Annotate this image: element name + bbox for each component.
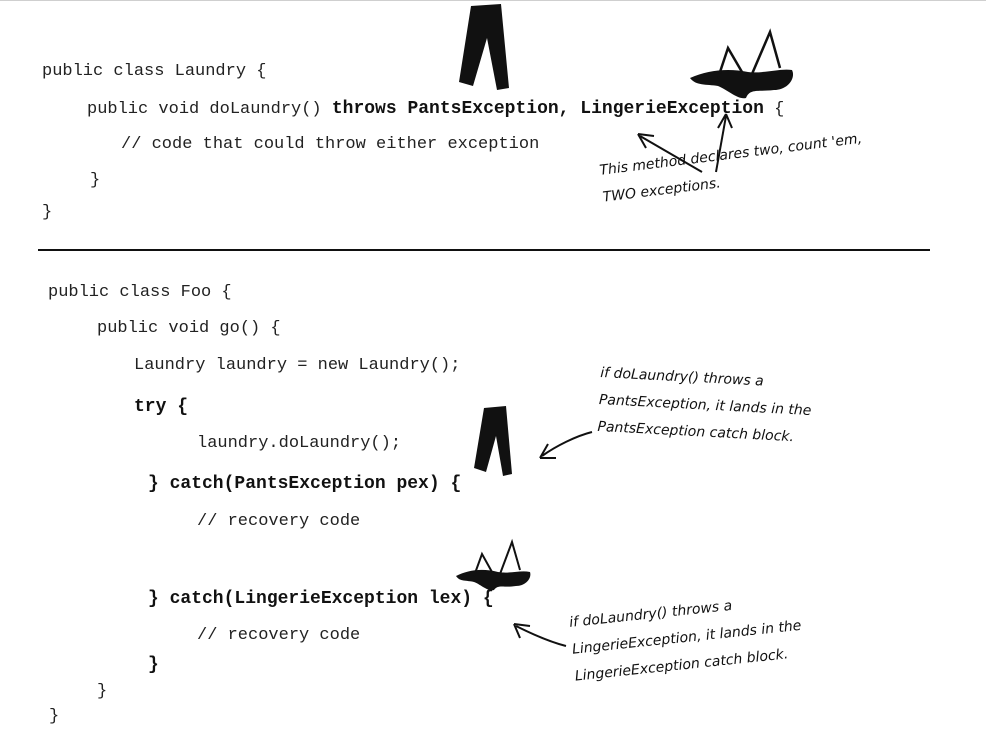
lingerie-icon <box>690 28 794 99</box>
do-laundry-signature: public void doLaundry() throws PantsExce… <box>87 99 784 120</box>
do-laundry-call: laundry.doLaundry(); <box>197 434 402 453</box>
annotation-line: PantsException catch block. <box>597 418 795 446</box>
laundry-method-close: } <box>90 171 101 190</box>
annotation-line: PantsException, it lands in the <box>598 391 812 420</box>
recovery-comment-2: // recovery code <box>197 626 361 645</box>
go-method-close: } <box>97 682 108 701</box>
laundry-class-declaration: public class Laundry { <box>42 62 267 81</box>
annotation-line: if doLaundry() throws a <box>568 597 733 631</box>
go-method-signature: public void go() { <box>97 319 281 338</box>
laundry-class-close: } <box>42 203 53 222</box>
pants-icon <box>459 4 509 90</box>
section-divider <box>38 249 930 251</box>
lingerie-icon <box>456 538 531 591</box>
method-signature: public void doLaundry() <box>87 100 332 119</box>
recovery-comment-1: // recovery code <box>197 512 361 531</box>
catch-lingerie-exception: } catch(LingerieException lex) { <box>148 589 494 609</box>
top-border <box>0 0 986 1</box>
catch-pants-exception: } catch(PantsException pex) { <box>148 474 462 494</box>
annotation-line: if doLaundry() throws a <box>599 364 765 390</box>
arrow-icon <box>513 623 567 647</box>
throws-clause: throws PantsException, LingerieException <box>331 99 764 119</box>
new-laundry-statement: Laundry laundry = new Laundry(); <box>134 356 461 375</box>
catch-close-brace: } <box>148 655 159 675</box>
laundry-comment: // code that could throw either exceptio… <box>121 135 540 154</box>
annotation-lingerie: if doLaundry() throws a LingerieExceptio… <box>568 586 806 691</box>
arrow-icon <box>637 113 733 173</box>
try-line: try { <box>134 397 189 417</box>
annotation-pants: if doLaundry() throws a PantsException, … <box>597 360 814 452</box>
method-open-brace: { <box>763 100 785 119</box>
foo-class-close: } <box>49 707 60 726</box>
pants-icon <box>474 406 512 476</box>
arrow-icon <box>539 431 593 459</box>
foo-class-declaration: public class Foo { <box>48 283 232 302</box>
